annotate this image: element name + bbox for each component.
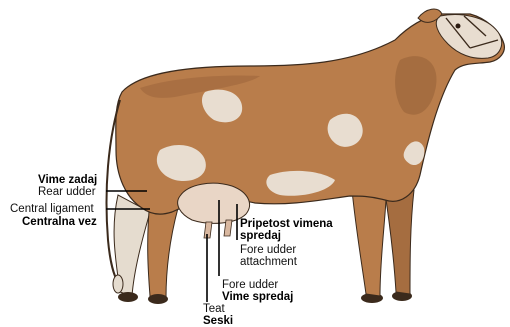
label-central-ligament-en: Central ligament xyxy=(10,203,94,215)
udder xyxy=(178,183,250,223)
cow-front-leg-far xyxy=(384,186,414,294)
cow-tail-tuft xyxy=(113,275,123,293)
hoof-2 xyxy=(148,294,168,304)
hoof-1 xyxy=(118,292,138,302)
teat-1 xyxy=(204,222,212,238)
label-fore-attachment-sl-1: Pripetost vimena xyxy=(240,218,333,230)
cow-front-leg-near xyxy=(352,190,386,296)
label-fore-udder-en: Fore udder xyxy=(222,279,278,291)
label-teat-sl: Seski xyxy=(203,315,233,327)
label-fore-attachment-sl-2: spredaj xyxy=(240,230,281,242)
label-rear-udder-en: Rear udder xyxy=(38,186,96,198)
label-teat-en: Teat xyxy=(203,303,225,315)
label-rear-udder-sl: Vime zadaj xyxy=(38,174,97,186)
label-central-ligament-sl: Centralna vez xyxy=(22,216,97,228)
label-fore-udder-sl: Vime spredaj xyxy=(222,291,293,303)
label-fore-attachment-en-2: attachment xyxy=(240,256,297,268)
cow-eye xyxy=(456,24,461,29)
cow-hind-leg-far xyxy=(148,200,178,298)
label-fore-attachment-en-1: Fore udder xyxy=(240,244,296,256)
